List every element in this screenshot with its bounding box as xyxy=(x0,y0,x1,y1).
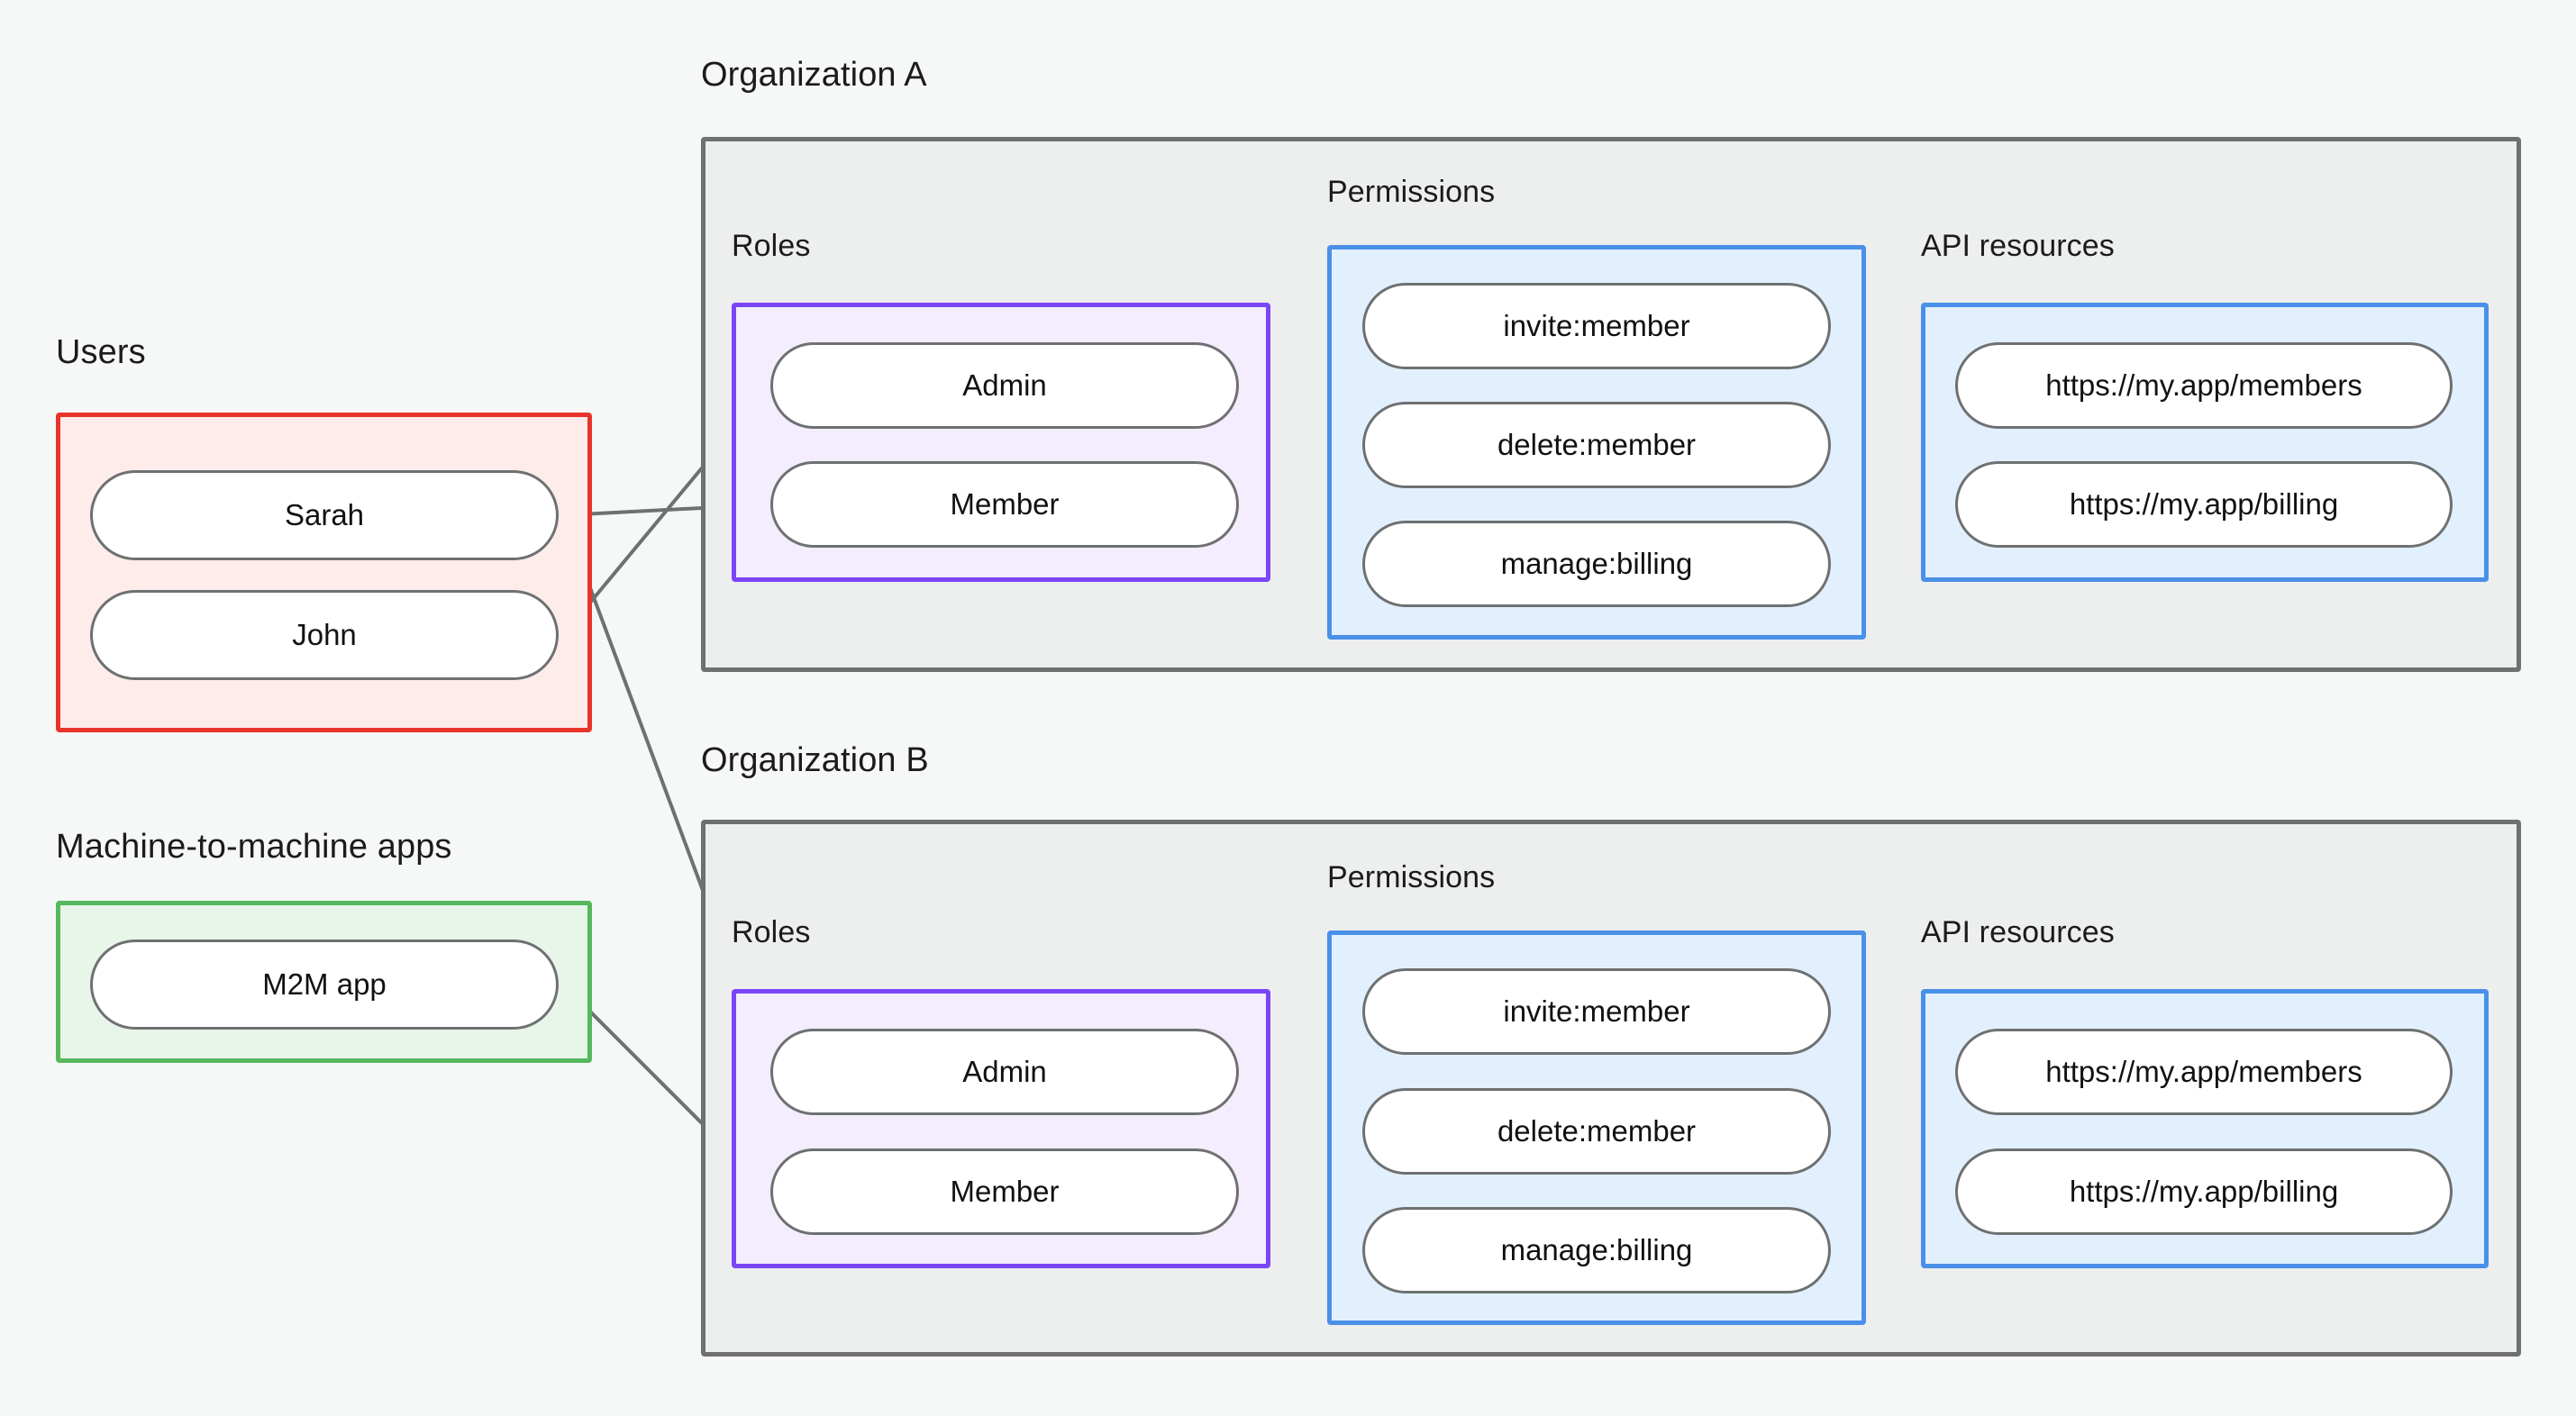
org-b-title: Organization B xyxy=(701,741,929,779)
org-a-permissions-label: Permissions xyxy=(1327,175,1496,209)
m2m-group-label: Machine-to-machine apps xyxy=(56,828,452,866)
org-a-permission-name-invite-member: invite:member xyxy=(1503,309,1690,342)
org-a-roles-label: Roles xyxy=(732,229,811,263)
org-b-api-name-members: https://my.app/members xyxy=(2045,1055,2362,1088)
org-a-permission-name-delete-member: delete:member xyxy=(1497,428,1697,461)
m2m-pill-app[interactable]: M2M app xyxy=(90,939,559,1030)
org-a-title: Organization A xyxy=(701,56,927,94)
user-name-sarah: Sarah xyxy=(284,498,365,531)
org-a-api-name-billing: https://my.app/billing xyxy=(2069,487,2339,521)
org-a-permission-pill-manage-billing[interactable]: manage:billing xyxy=(1362,521,1831,607)
org-a-permission-pill-invite-member[interactable]: invite:member xyxy=(1362,283,1831,369)
org-b-role-name-member: Member xyxy=(950,1175,1060,1208)
org-b-roles-label: Roles xyxy=(732,915,811,949)
org-b-api-pill-billing[interactable]: https://my.app/billing xyxy=(1955,1148,2453,1235)
org-a-api-resources-label: API resources xyxy=(1921,229,2115,263)
user-pill-john[interactable]: John xyxy=(90,590,559,680)
org-b-permissions-label: Permissions xyxy=(1327,860,1496,894)
org-a-role-pill-admin[interactable]: Admin xyxy=(770,342,1239,429)
user-pill-sarah[interactable]: Sarah xyxy=(90,470,559,560)
org-a-api-pill-billing[interactable]: https://my.app/billing xyxy=(1955,461,2453,548)
org-b-permission-name-manage-billing: manage:billing xyxy=(1500,1233,1693,1266)
org-b-permission-name-invite-member: invite:member xyxy=(1503,994,1690,1028)
org-b-permission-pill-manage-billing[interactable]: manage:billing xyxy=(1362,1207,1831,1293)
m2m-name-app: M2M app xyxy=(262,967,387,1001)
user-name-john: John xyxy=(292,618,357,651)
org-b-api-pill-members[interactable]: https://my.app/members xyxy=(1955,1029,2453,1115)
users-group-label: Users xyxy=(56,333,146,371)
org-b-permission-pill-invite-member[interactable]: invite:member xyxy=(1362,968,1831,1055)
org-b-role-name-admin: Admin xyxy=(962,1055,1047,1088)
org-b-permission-name-delete-member: delete:member xyxy=(1497,1114,1697,1148)
org-b-api-name-billing: https://my.app/billing xyxy=(2069,1175,2339,1208)
org-a-api-pill-members[interactable]: https://my.app/members xyxy=(1955,342,2453,429)
org-a-role-pill-member[interactable]: Member xyxy=(770,461,1239,548)
org-b-permission-pill-delete-member[interactable]: delete:member xyxy=(1362,1088,1831,1175)
org-a-permission-pill-delete-member[interactable]: delete:member xyxy=(1362,402,1831,488)
org-a-role-name-member: Member xyxy=(950,487,1060,521)
org-a-role-name-admin: Admin xyxy=(962,368,1047,402)
org-b-role-pill-member[interactable]: Member xyxy=(770,1148,1239,1235)
org-b-api-resources-label: API resources xyxy=(1921,915,2115,949)
org-a-api-name-members: https://my.app/members xyxy=(2045,368,2362,402)
users-box xyxy=(56,413,592,732)
org-a-permission-name-manage-billing: manage:billing xyxy=(1500,547,1693,580)
org-b-role-pill-admin[interactable]: Admin xyxy=(770,1029,1239,1115)
